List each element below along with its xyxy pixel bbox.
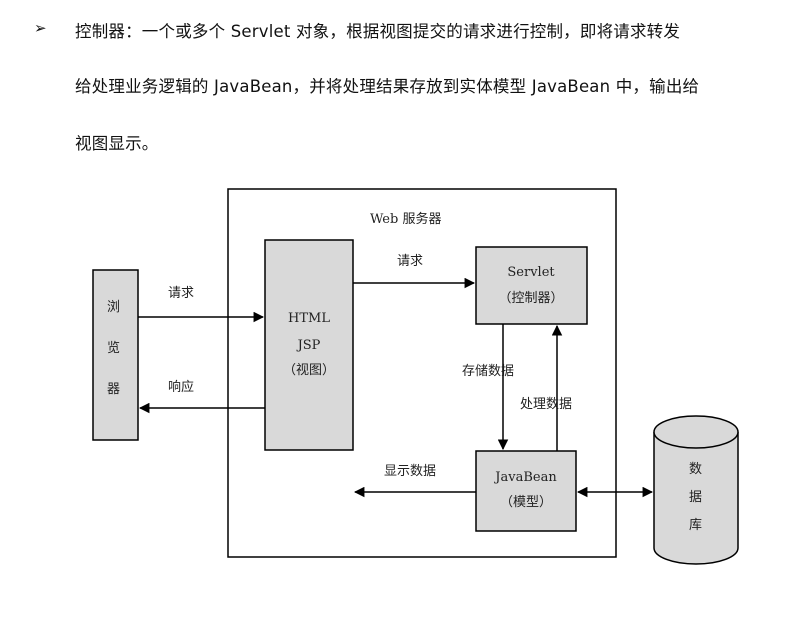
model-label-role: （模型） — [500, 495, 552, 510]
browser-label-1: 浏 — [107, 299, 120, 315]
database-cylinder — [653, 415, 739, 565]
browser-label-2: 览 — [107, 340, 120, 356]
label-browser-response: 响应 — [168, 379, 194, 395]
label-view-request: 请求 — [397, 254, 423, 269]
controller-label-servlet: Servlet — [507, 265, 555, 280]
paragraph-line-2: 给处理业务逻辑的 JavaBean，并将处理结果存放到实体模型 JavaBean… — [75, 77, 700, 96]
view-label-html: HTML — [288, 311, 330, 326]
label-store-data: 存储数据 — [462, 364, 514, 379]
label-browser-request: 请求 — [168, 286, 194, 301]
paragraph-line-3: 视图显示。 — [75, 134, 159, 153]
browser-label-3: 器 — [107, 382, 120, 397]
view-label-jsp: JSP — [296, 338, 321, 353]
model-box — [475, 450, 577, 532]
browser-box — [92, 269, 139, 441]
view-label-role: （视图） — [283, 363, 335, 378]
database-label-2: 据 — [689, 490, 702, 505]
label-process-data: 处理数据 — [520, 397, 572, 412]
web-server-label: Web 服务器 — [370, 211, 441, 227]
bullet-arrow-icon: ➢ — [34, 19, 47, 37]
controller-box — [475, 246, 588, 325]
model-label-javabean: JavaBean — [493, 470, 557, 485]
label-display-data: 显示数据 — [384, 464, 436, 479]
view-box — [264, 239, 354, 451]
controller-label-role: （控制器） — [498, 291, 563, 306]
database-label-1: 数 — [689, 462, 702, 477]
paragraph-line-1: 控制器：一个或多个 Servlet 对象，根据视图提交的请求进行控制，即将请求转… — [75, 22, 681, 41]
database-label-3: 库 — [689, 517, 702, 533]
